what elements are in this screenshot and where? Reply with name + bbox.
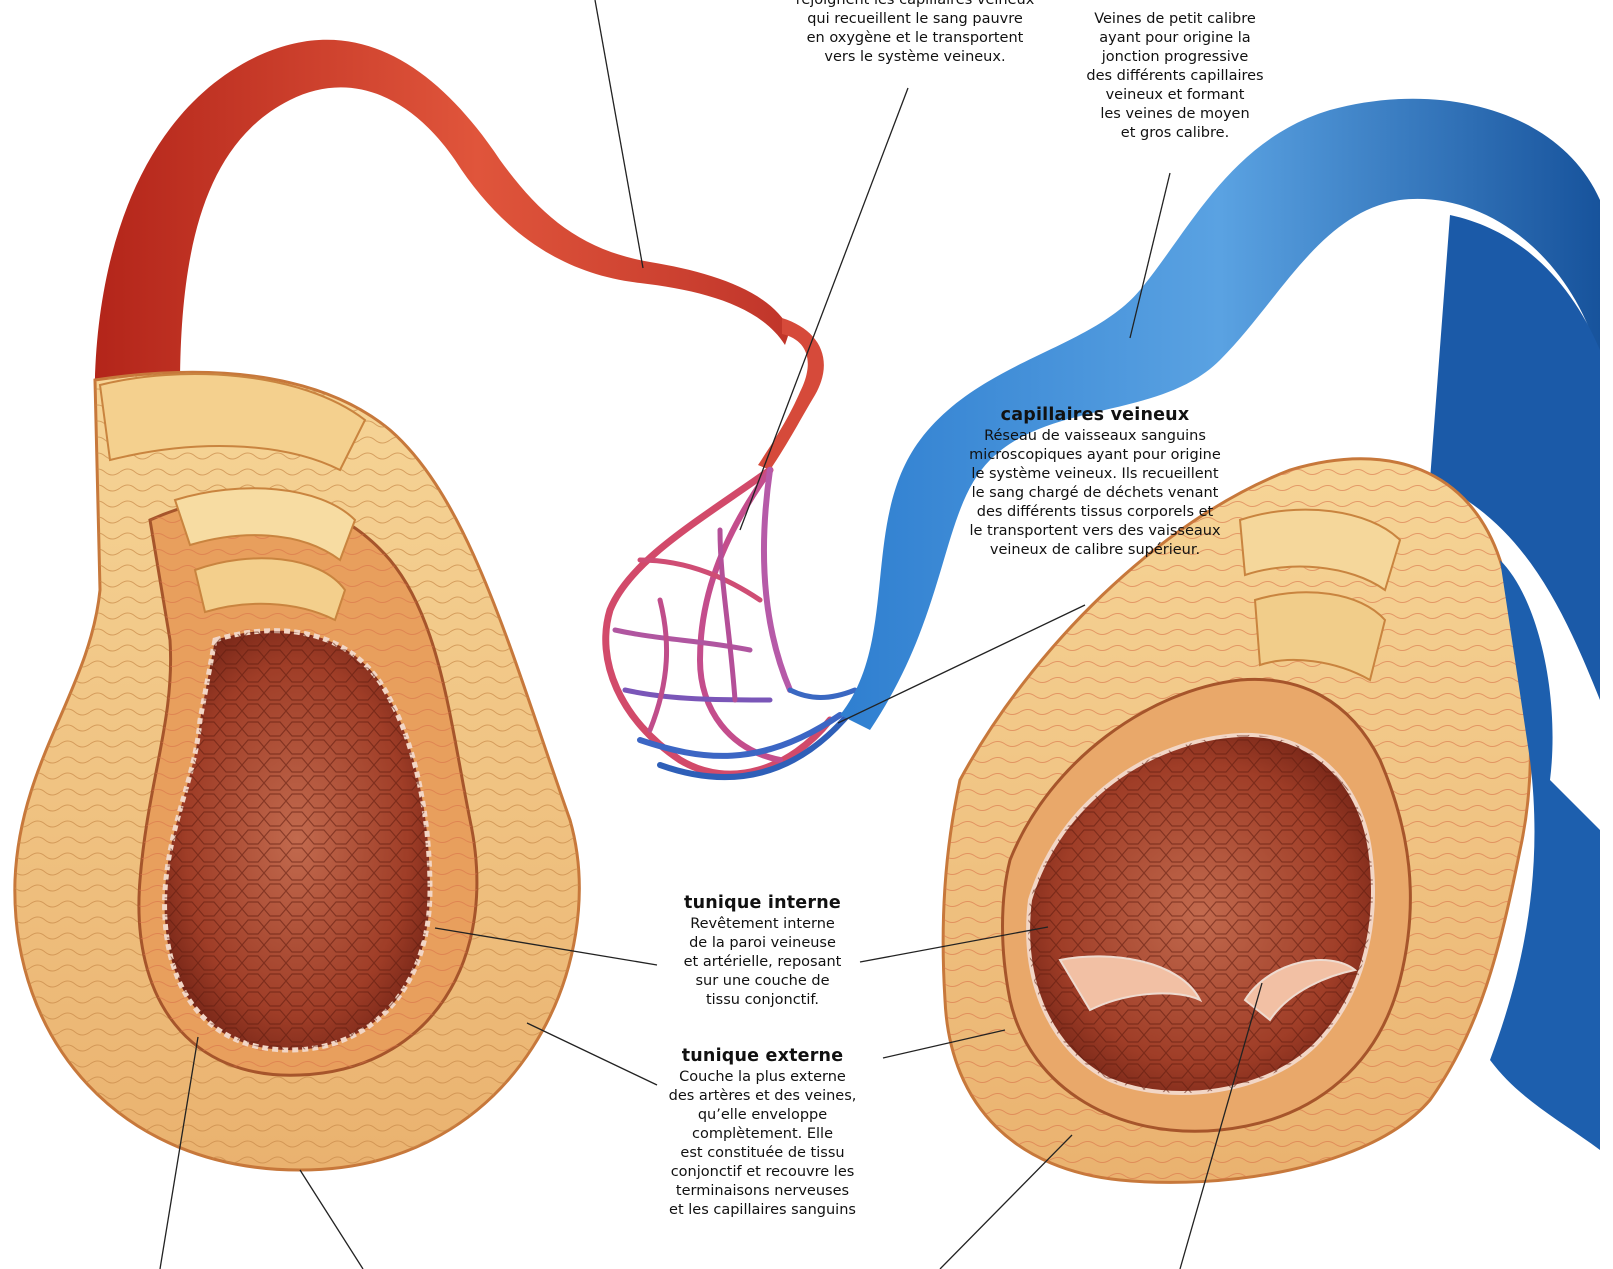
label-capillary-tail-text: rejoignent les capillaires veineux qui r… (755, 0, 1075, 67)
label-capillaires-veineux-text: Réseau de vaisseaux sanguins microscopiq… (955, 427, 1235, 560)
label-tunique-externe-text: Couche la plus externe des artères et de… (650, 1068, 875, 1220)
label-tunique-interne: tunique interne Revêtement interne de la… (660, 891, 865, 1010)
label-tunique-interne-text: Revêtement interne de la paroi veineuse … (660, 915, 865, 1010)
vein (840, 99, 1600, 1183)
label-tunique-externe: tunique externe Couche la plus externe d… (650, 1044, 875, 1220)
label-capillaires-veineux: capillaires veineux Réseau de vaisseaux … (955, 403, 1235, 560)
label-capillaires-veineux-title: capillaires veineux (955, 403, 1235, 427)
label-tunique-externe-title: tunique externe (650, 1044, 875, 1068)
label-tunique-interne-title: tunique interne (660, 891, 865, 915)
label-capillary-tail: rejoignent les capillaires veineux qui r… (755, 0, 1075, 67)
label-veinules-text: Veines de petit calibre ayant pour origi… (1045, 10, 1305, 143)
capillary-network (606, 470, 860, 777)
label-veinules: Veines de petit calibre ayant pour origi… (1045, 10, 1305, 143)
